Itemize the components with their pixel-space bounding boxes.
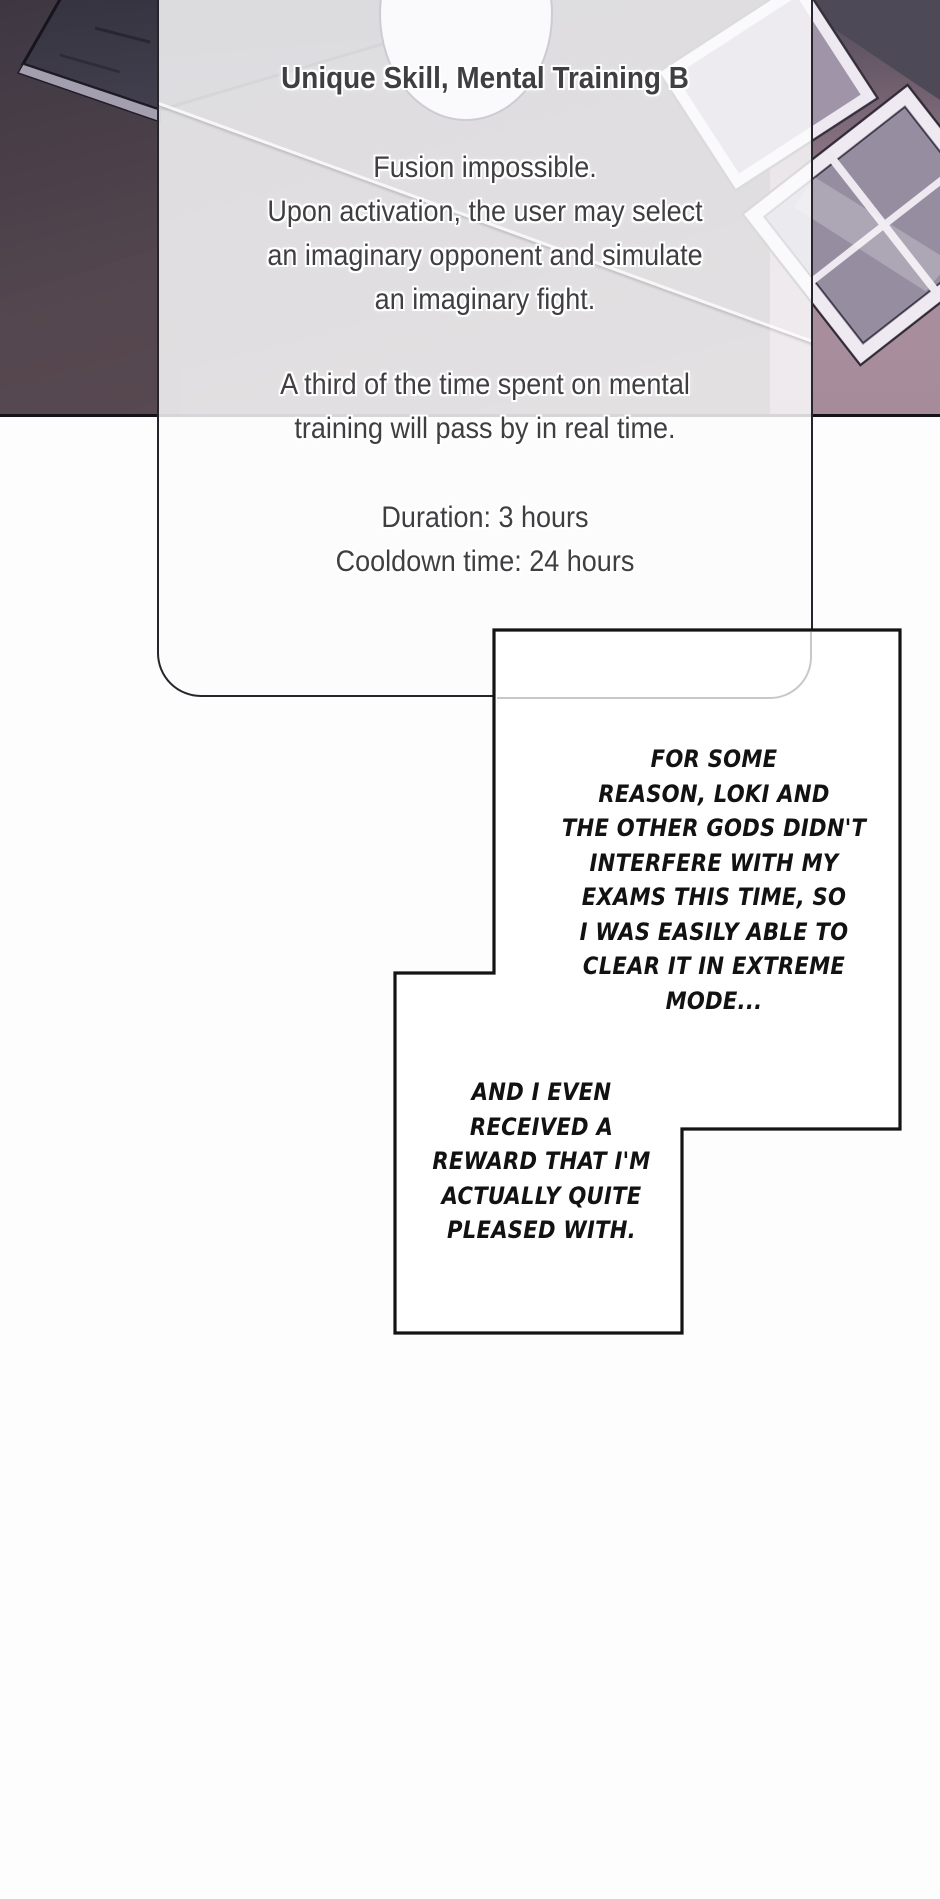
caption-line: AND I EVEN [471,1078,612,1106]
skill-status-panel [157,0,813,697]
desk-streak [59,53,121,74]
skill-line: an imaginary opponent and simulate [267,239,703,272]
skill-duration: Duration: 3 hours [381,501,589,534]
caption-line: ACTUALLY QUITE [441,1181,642,1210]
caption-line: FOR SOME [650,745,778,773]
caption-text-1: FOR SOME REASON, LOKI AND THE OTHER GODS… [535,630,892,1018]
caption-text-2: AND I EVEN RECEIVED A REWARD THAT I'M AC… [415,973,668,1248]
skill-panel-text: Unique Skill, Mental Training B Fusion i… [157,0,813,584]
caption-line: REWARD THAT I'M [432,1147,651,1175]
ceiling-corner [800,0,940,100]
skill-title: Unique Skill, Mental Training B [281,60,689,95]
caption-line: EXAMS THIS TIME, SO [581,883,847,911]
skill-line: Fusion impossible. [373,151,597,184]
skill-line: an imaginary fight. [374,283,596,316]
skill-time-note: A third of the time spent on mental trai… [190,363,780,451]
caption-line: INTERFERE WITH MY [589,848,839,877]
skill-description: Fusion impossible. Upon activation, the … [190,146,780,322]
skill-line: training will pass by in real time. [294,412,676,445]
skill-cooldown: Cooldown time: 24 hours [335,545,635,578]
skill-line: Upon activation, the user may select [267,195,703,228]
caption-line: RECEIVED A [469,1112,614,1141]
skill-stats: Duration: 3 hours Cooldown time: 24 hour… [190,496,780,584]
floor-facet [0,240,180,414]
caption-line: I WAS EASILY ABLE TO [579,917,849,946]
caption-line: PLEASED WITH. [447,1216,636,1244]
skill-line: A third of the time spent on mental [280,368,690,401]
caption-line: THE OTHER GODS DIDN'T [561,814,867,842]
caption-line: REASON, LOKI AND [598,779,830,808]
desk-streak [94,26,151,44]
